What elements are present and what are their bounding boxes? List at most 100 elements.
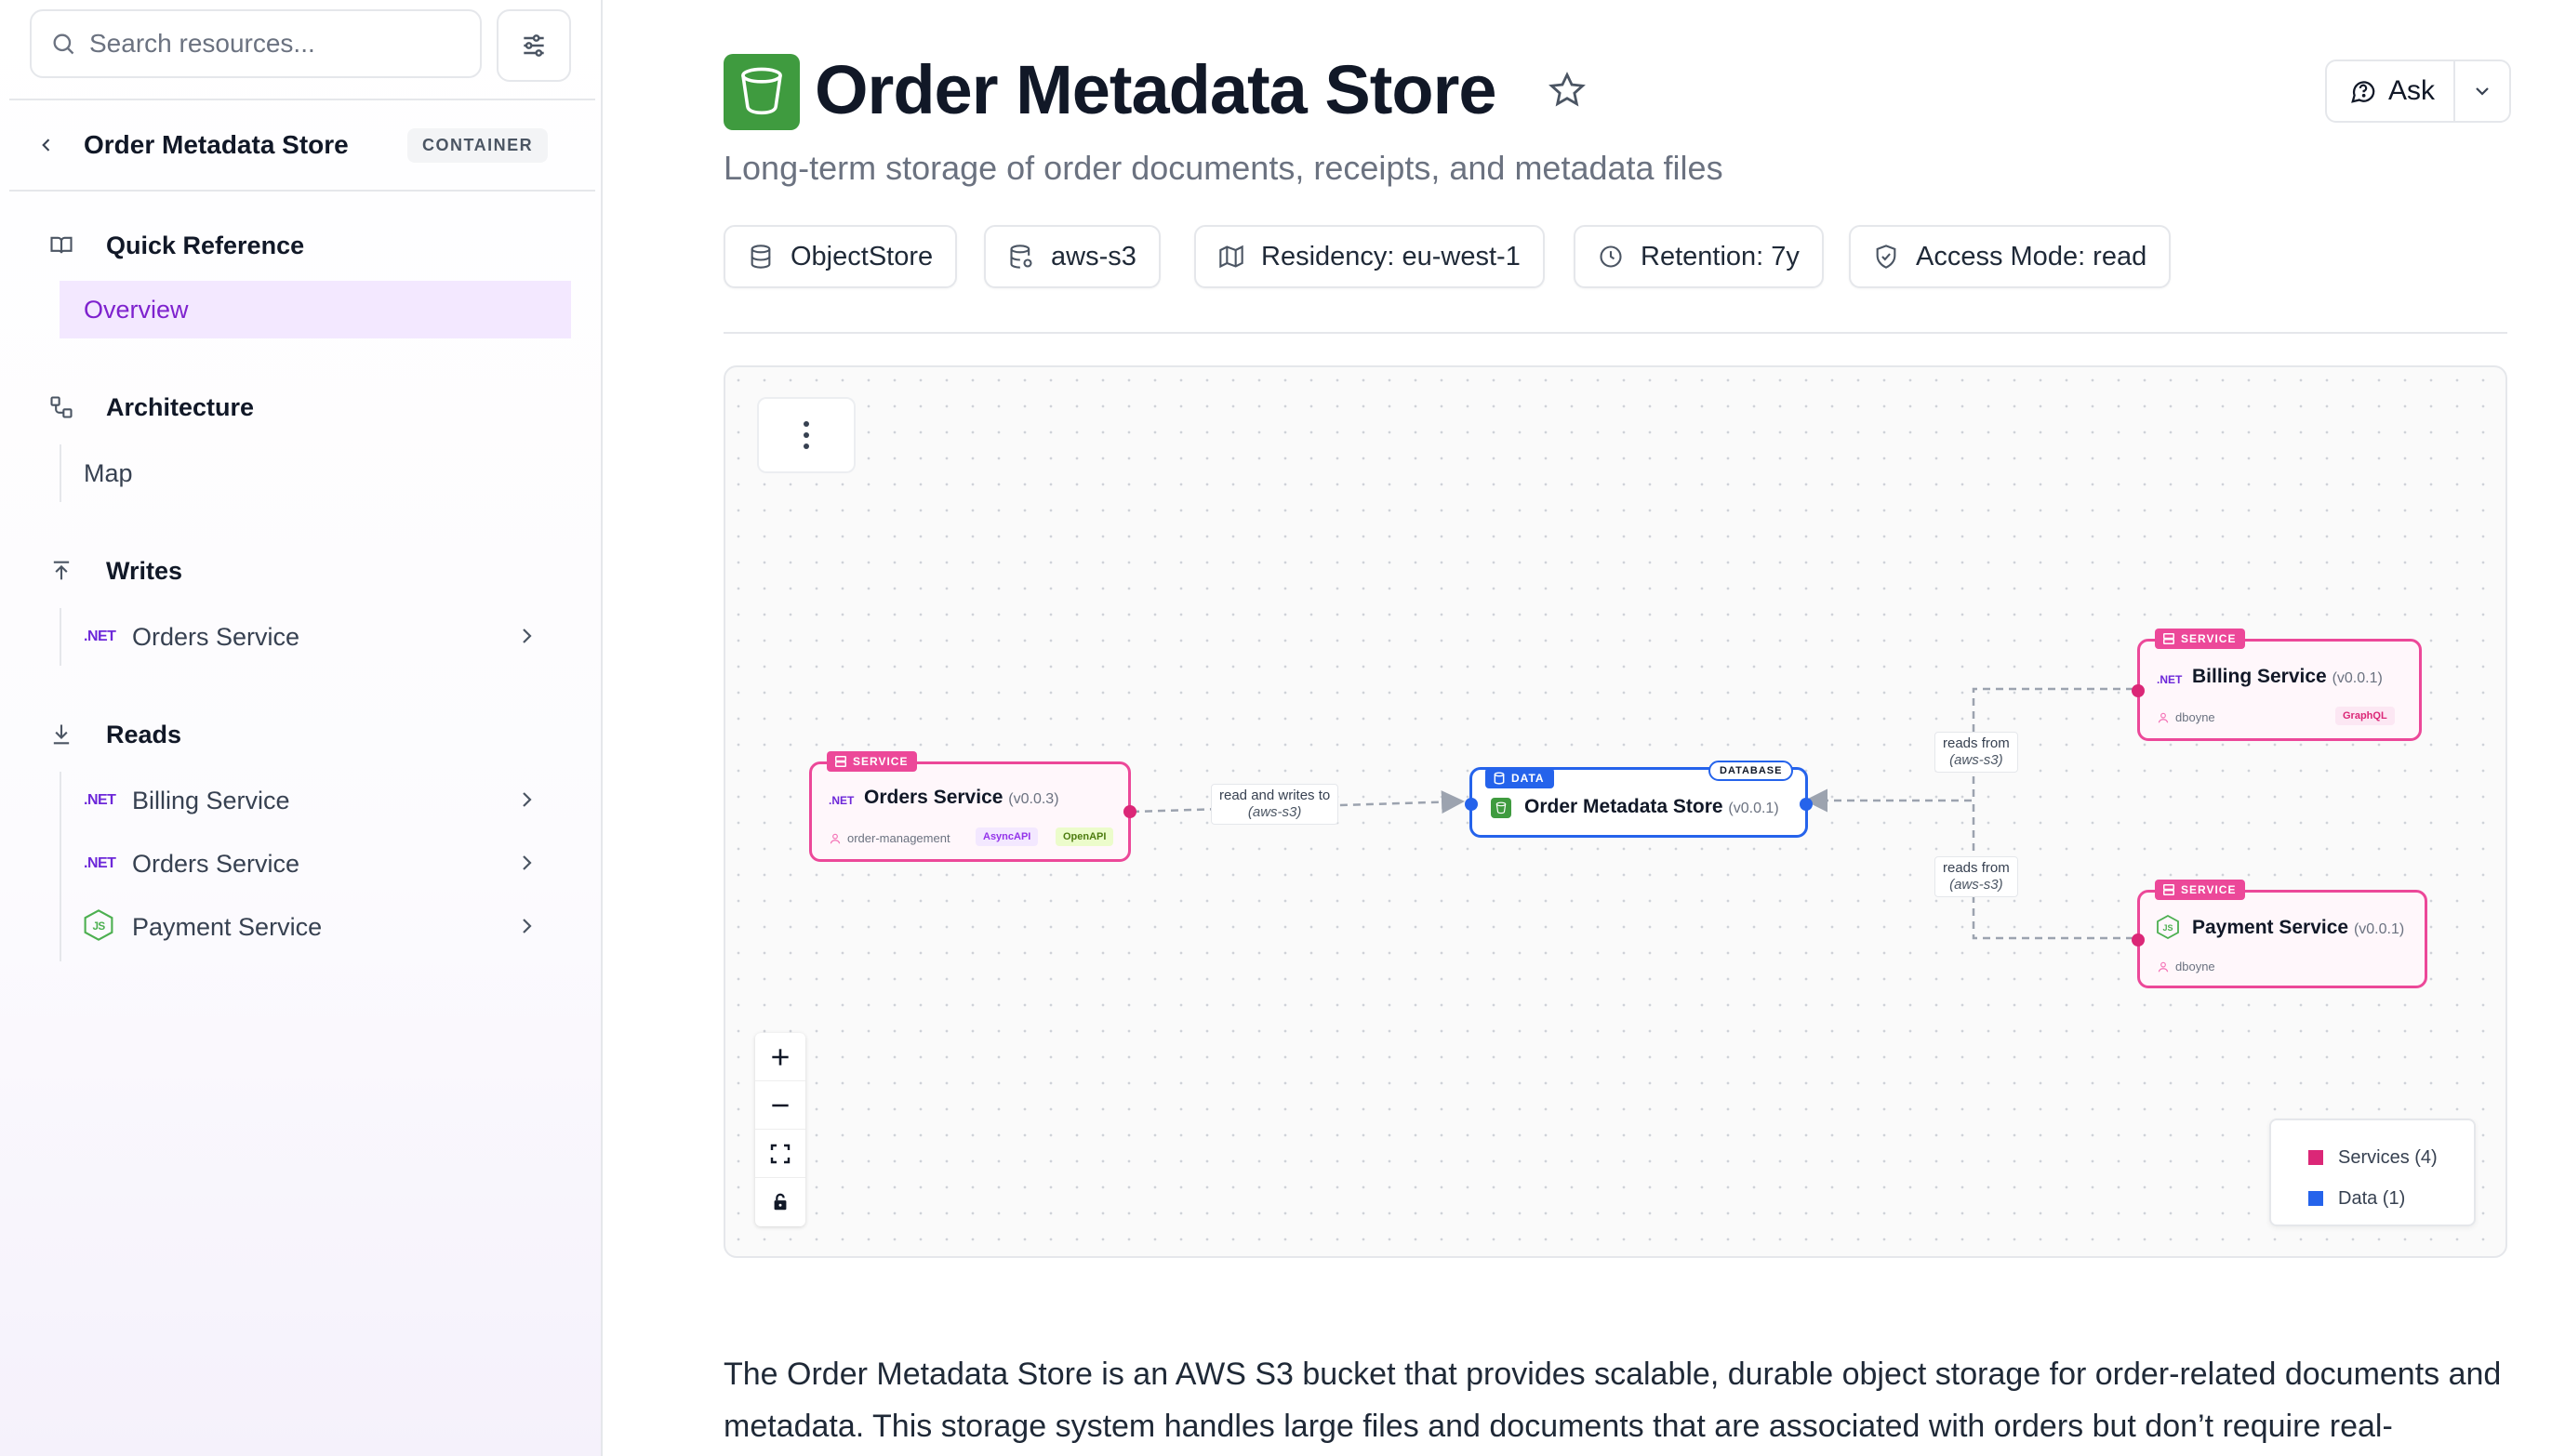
chevron-right-icon <box>523 855 532 870</box>
zoom-in-button[interactable] <box>755 1033 805 1081</box>
node-orders-service[interactable]: SERVICE .NET Orders Service (v0.0.3) ord… <box>809 751 1136 862</box>
asyncapi-chip: AsyncAPI <box>976 827 1039 846</box>
sidebar-header-title: Order Metadata Store <box>84 130 349 159</box>
service-tag: SERVICE <box>2155 880 2246 900</box>
user-icon <box>2158 712 2169 722</box>
plus-icon <box>772 1048 789 1066</box>
server-icon <box>2163 633 2174 644</box>
lock-button[interactable] <box>755 1178 805 1226</box>
description-paragraph: The Order Metadata Store is an AWS S3 bu… <box>724 1357 2502 1444</box>
group-writes: Writes <box>48 552 182 589</box>
database-icon <box>1494 772 1505 785</box>
database-icon <box>751 245 771 269</box>
svg-text:JS: JS <box>92 920 105 933</box>
workflow-icon <box>50 396 73 418</box>
database-badge: DATABASE <box>1708 761 1794 781</box>
svg-text:JS: JS <box>2162 923 2173 933</box>
search-box[interactable] <box>30 9 482 78</box>
fit-view-button[interactable] <box>755 1130 805 1178</box>
service-tag: SERVICE <box>2155 629 2246 649</box>
server-icon <box>2163 884 2174 895</box>
legend-item-data[interactable]: Data (1) <box>2308 1178 2474 1219</box>
page-subtitle: Long-term storage of order documents, re… <box>724 149 1723 187</box>
node-billing-service[interactable]: SERVICE .NET Billing Service (v0.0.1) db… <box>2132 629 2422 741</box>
ask-button[interactable]: Ask <box>2327 61 2455 121</box>
sidebar: Order Metadata Store CONTAINER Quick Ref… <box>0 0 603 1456</box>
edge-label-read-write: read and writes to (aws-s3) <box>1211 784 1339 825</box>
group-line <box>60 772 61 961</box>
ask-dropdown-button[interactable] <box>2455 80 2509 102</box>
pill-retention: Retention: 7y <box>1574 225 1824 288</box>
dotnet-icon: .NET <box>829 794 855 807</box>
group-line <box>60 444 61 502</box>
group-architecture: Architecture <box>48 389 254 426</box>
book-icon <box>50 236 73 254</box>
pill-objectstore: ObjectStore <box>724 225 958 288</box>
dotnet-icon: .NET <box>84 855 116 871</box>
chevron-left-icon[interactable] <box>37 136 56 154</box>
chevron-right-icon <box>523 629 532 643</box>
node-port[interactable] <box>1800 798 1813 811</box>
sidebar-item-reads-billing-service[interactable]: .NET Billing Service <box>60 772 571 829</box>
node-port[interactable] <box>2132 684 2145 697</box>
chevron-down-icon <box>2476 87 2489 96</box>
sidebar-item-map[interactable]: Map <box>84 458 133 487</box>
container-badge: CONTAINER <box>407 128 549 163</box>
filter-button[interactable] <box>497 9 571 82</box>
clock-icon <box>1600 245 1622 268</box>
group-reads: Reads <box>48 716 181 753</box>
pill-residency: Residency: eu-west-1 <box>1194 225 1545 288</box>
sidebar-item-reads-orders-service[interactable]: .NET Orders Service <box>60 835 571 893</box>
node-payment-service[interactable]: SERVICE JS Payment Service (v0.0.1) dboy… <box>2132 880 2427 988</box>
dotnet-icon: .NET <box>84 629 116 644</box>
lock-icon <box>774 1193 787 1211</box>
architecture-diagram[interactable]: SERVICE .NET Orders Service (v0.0.3) ord… <box>724 365 2507 1258</box>
user-icon <box>830 833 841 843</box>
sliders-icon <box>524 34 544 57</box>
openapi-chip: OpenAPI <box>1056 827 1114 846</box>
fullscreen-icon <box>770 1144 791 1163</box>
divider <box>724 332 2507 334</box>
map-icon <box>1219 245 1243 269</box>
node-port[interactable] <box>1465 798 1478 811</box>
edge-orders-store <box>1112 790 1465 825</box>
sidebar-item-reads-payment-service[interactable]: JS Payment Service <box>60 898 571 956</box>
node-order-metadata-store[interactable]: DATA DATABASE Order Metadata Store (v0.0… <box>1465 761 1813 838</box>
server-icon <box>835 756 846 767</box>
star-icon[interactable] <box>1548 71 1587 110</box>
legend-swatch <box>2308 1150 2323 1165</box>
nodejs-icon: JS <box>2157 915 2179 939</box>
group-quick-reference: Quick Reference <box>48 227 304 264</box>
graphql-chip: GraphQL <box>2335 707 2395 725</box>
node-port[interactable] <box>1123 805 1136 818</box>
service-tag: SERVICE <box>827 751 918 772</box>
owner-label: dboyne <box>2157 710 2215 724</box>
diagram-menu-button[interactable] <box>757 397 856 473</box>
legend-swatch <box>2308 1191 2323 1206</box>
shield-check-icon <box>1876 245 1896 269</box>
sidebar-header: Order Metadata Store CONTAINER <box>37 125 558 165</box>
nodejs-icon: JS <box>84 908 132 946</box>
minus-icon <box>772 1104 789 1106</box>
message-circle-icon <box>2351 81 2375 103</box>
arrow-up-icon <box>53 561 70 580</box>
pill-access-mode: Access Mode: read <box>1849 225 2172 288</box>
diagram-legend: Services (4) Data (1) <box>2269 1118 2476 1226</box>
zoom-out-button[interactable] <box>755 1081 805 1130</box>
legend-item-services[interactable]: Services (4) <box>2308 1137 2474 1178</box>
chevron-right-icon <box>523 792 532 807</box>
group-line <box>60 608 61 666</box>
sidebar-item-writes-orders-service[interactable]: .NET Orders Service <box>60 608 571 666</box>
more-vertical-icon <box>804 421 809 449</box>
edge-label-billing-reads: reads from (aws-s3) <box>1934 732 2018 773</box>
edge-label-payment-reads: reads from (aws-s3) <box>1934 856 2018 897</box>
chevron-right-icon <box>523 919 532 933</box>
search-icon <box>53 33 74 55</box>
sidebar-item-overview[interactable]: Overview <box>60 281 571 338</box>
data-tag: DATA <box>1485 768 1554 788</box>
database-cog-icon <box>1010 245 1032 269</box>
search-input[interactable] <box>89 29 443 59</box>
dotnet-icon: .NET <box>84 792 116 808</box>
user-icon <box>2158 961 2169 972</box>
node-port[interactable] <box>2132 933 2145 946</box>
